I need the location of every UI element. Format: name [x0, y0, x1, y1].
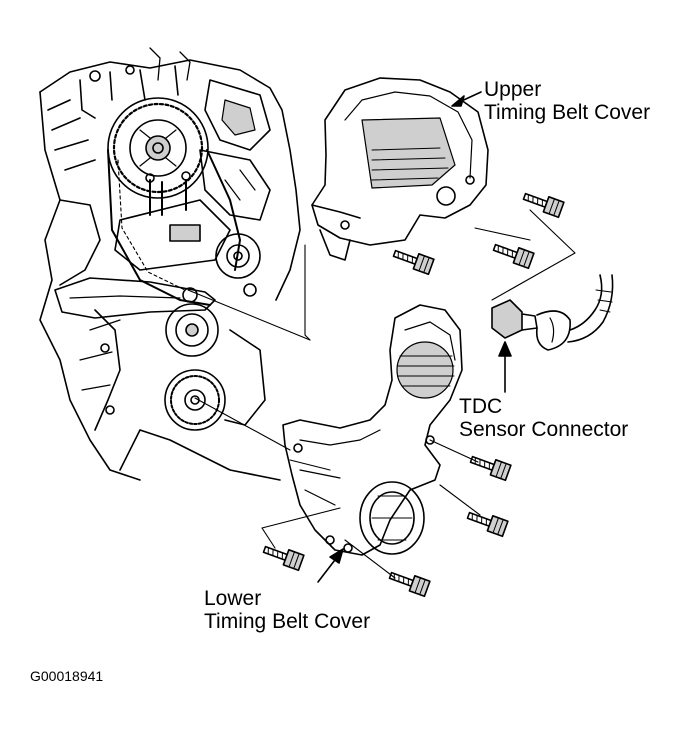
water-pump-pulley — [165, 303, 219, 357]
camshaft-pulley — [107, 97, 209, 199]
label-upper-line1: Upper — [484, 78, 542, 101]
lower-cover-bolts — [262, 455, 512, 598]
engine-mount-bracket — [54, 277, 216, 319]
upper-timing-belt-cover — [311, 77, 489, 261]
arrow-upper-cover — [451, 91, 482, 107]
lower-timing-belt-cover — [282, 304, 463, 556]
tdc-sensor-connector — [491, 274, 614, 351]
label-lower-line2: Timing Belt Cover — [204, 610, 371, 633]
crankshaft-pulley — [164, 329, 266, 431]
label-upper-timing-belt-cover: Upper Timing Belt Cover — [484, 78, 650, 124]
callout-arrows — [317, 91, 512, 583]
upper-leader-lines — [474, 209, 576, 301]
label-tdc-sensor-connector: TDC Sensor Connector — [459, 395, 628, 441]
label-lower-timing-belt-cover: Lower Timing Belt Cover — [204, 587, 370, 633]
label-tdc-line2: Sensor Connector — [459, 418, 629, 441]
label-lower-line1: Lower — [204, 587, 262, 610]
upper-cover-bolts — [392, 192, 565, 276]
figure-id: G00018941 — [30, 668, 104, 684]
label-tdc-line1: TDC — [459, 395, 503, 418]
engine-block — [39, 47, 301, 481]
alignment-leader-lines — [187, 244, 311, 451]
label-upper-line2: Timing Belt Cover — [484, 101, 651, 124]
belt-tensioner — [114, 171, 261, 279]
arrow-lower-cover — [317, 548, 344, 583]
lower-leader-lines — [261, 439, 481, 579]
arrow-tdc-connector — [498, 341, 512, 393]
